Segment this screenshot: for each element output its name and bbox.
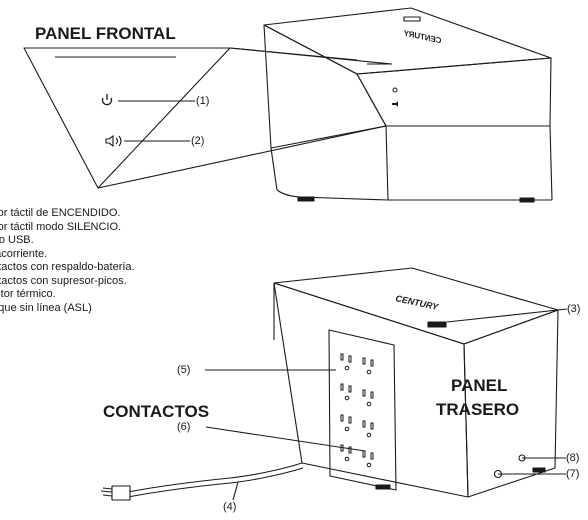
front-device-top-face [263,7,552,75]
speaker-icon [105,134,122,148]
usb-port [427,321,447,328]
legend-item-8: anque sin línea (ASL) [0,301,92,314]
legend-item-2: nsor táctil modo SILENCIO. [0,220,122,233]
legend-item-4: macorriente. [0,247,48,260]
asl-port [518,454,526,462]
legend-item-3: erto USB. [0,234,34,246]
rear-device [100,267,568,501]
callout-4: (4) [223,501,237,513]
front-device-right-face [356,57,552,127]
device-power-dot [392,87,398,93]
power-icon [101,94,113,106]
brand-logo-front: CENTURY [402,28,442,45]
callout-7: (7) [566,468,580,480]
callout-1: (1) [196,95,210,107]
outlet-receptacles [340,353,374,468]
legend-item-7: tector térmico. [0,288,56,300]
device-speaker-mark [392,101,398,107]
legend-item-6: ontactos con supresor-picos. [0,274,127,287]
callout-3: (3) [567,303,581,315]
front-top-slot [403,16,421,22]
callout-5: (5) [177,364,191,376]
callout-8: (8) [566,452,580,464]
legend-item-5: ontactos con respaldo-batería. [0,261,135,273]
rear-panel-title-line2: TRASERO [436,400,520,419]
rear-panel-title-line1: PANEL [451,376,508,395]
legend-list: nsor táctil de ENCENDIDO. nsor táctil mo… [0,207,135,315]
rear-device-right-face [463,309,559,498]
front-panel-triangle [23,47,231,189]
thermal-protector [493,469,503,479]
callout-6: (6) [177,421,191,433]
brand-logo-rear: CENTURY [395,293,440,312]
outlets-title: CONTACTOS [103,402,210,421]
outlet-plate [328,329,397,491]
front-panel-title: PANEL FRONTAL [35,24,176,43]
front-panel-detail [23,47,393,189]
legend-item-1: nsor táctil de ENCENDIDO. [0,207,121,219]
callout-2: (2) [191,135,205,147]
